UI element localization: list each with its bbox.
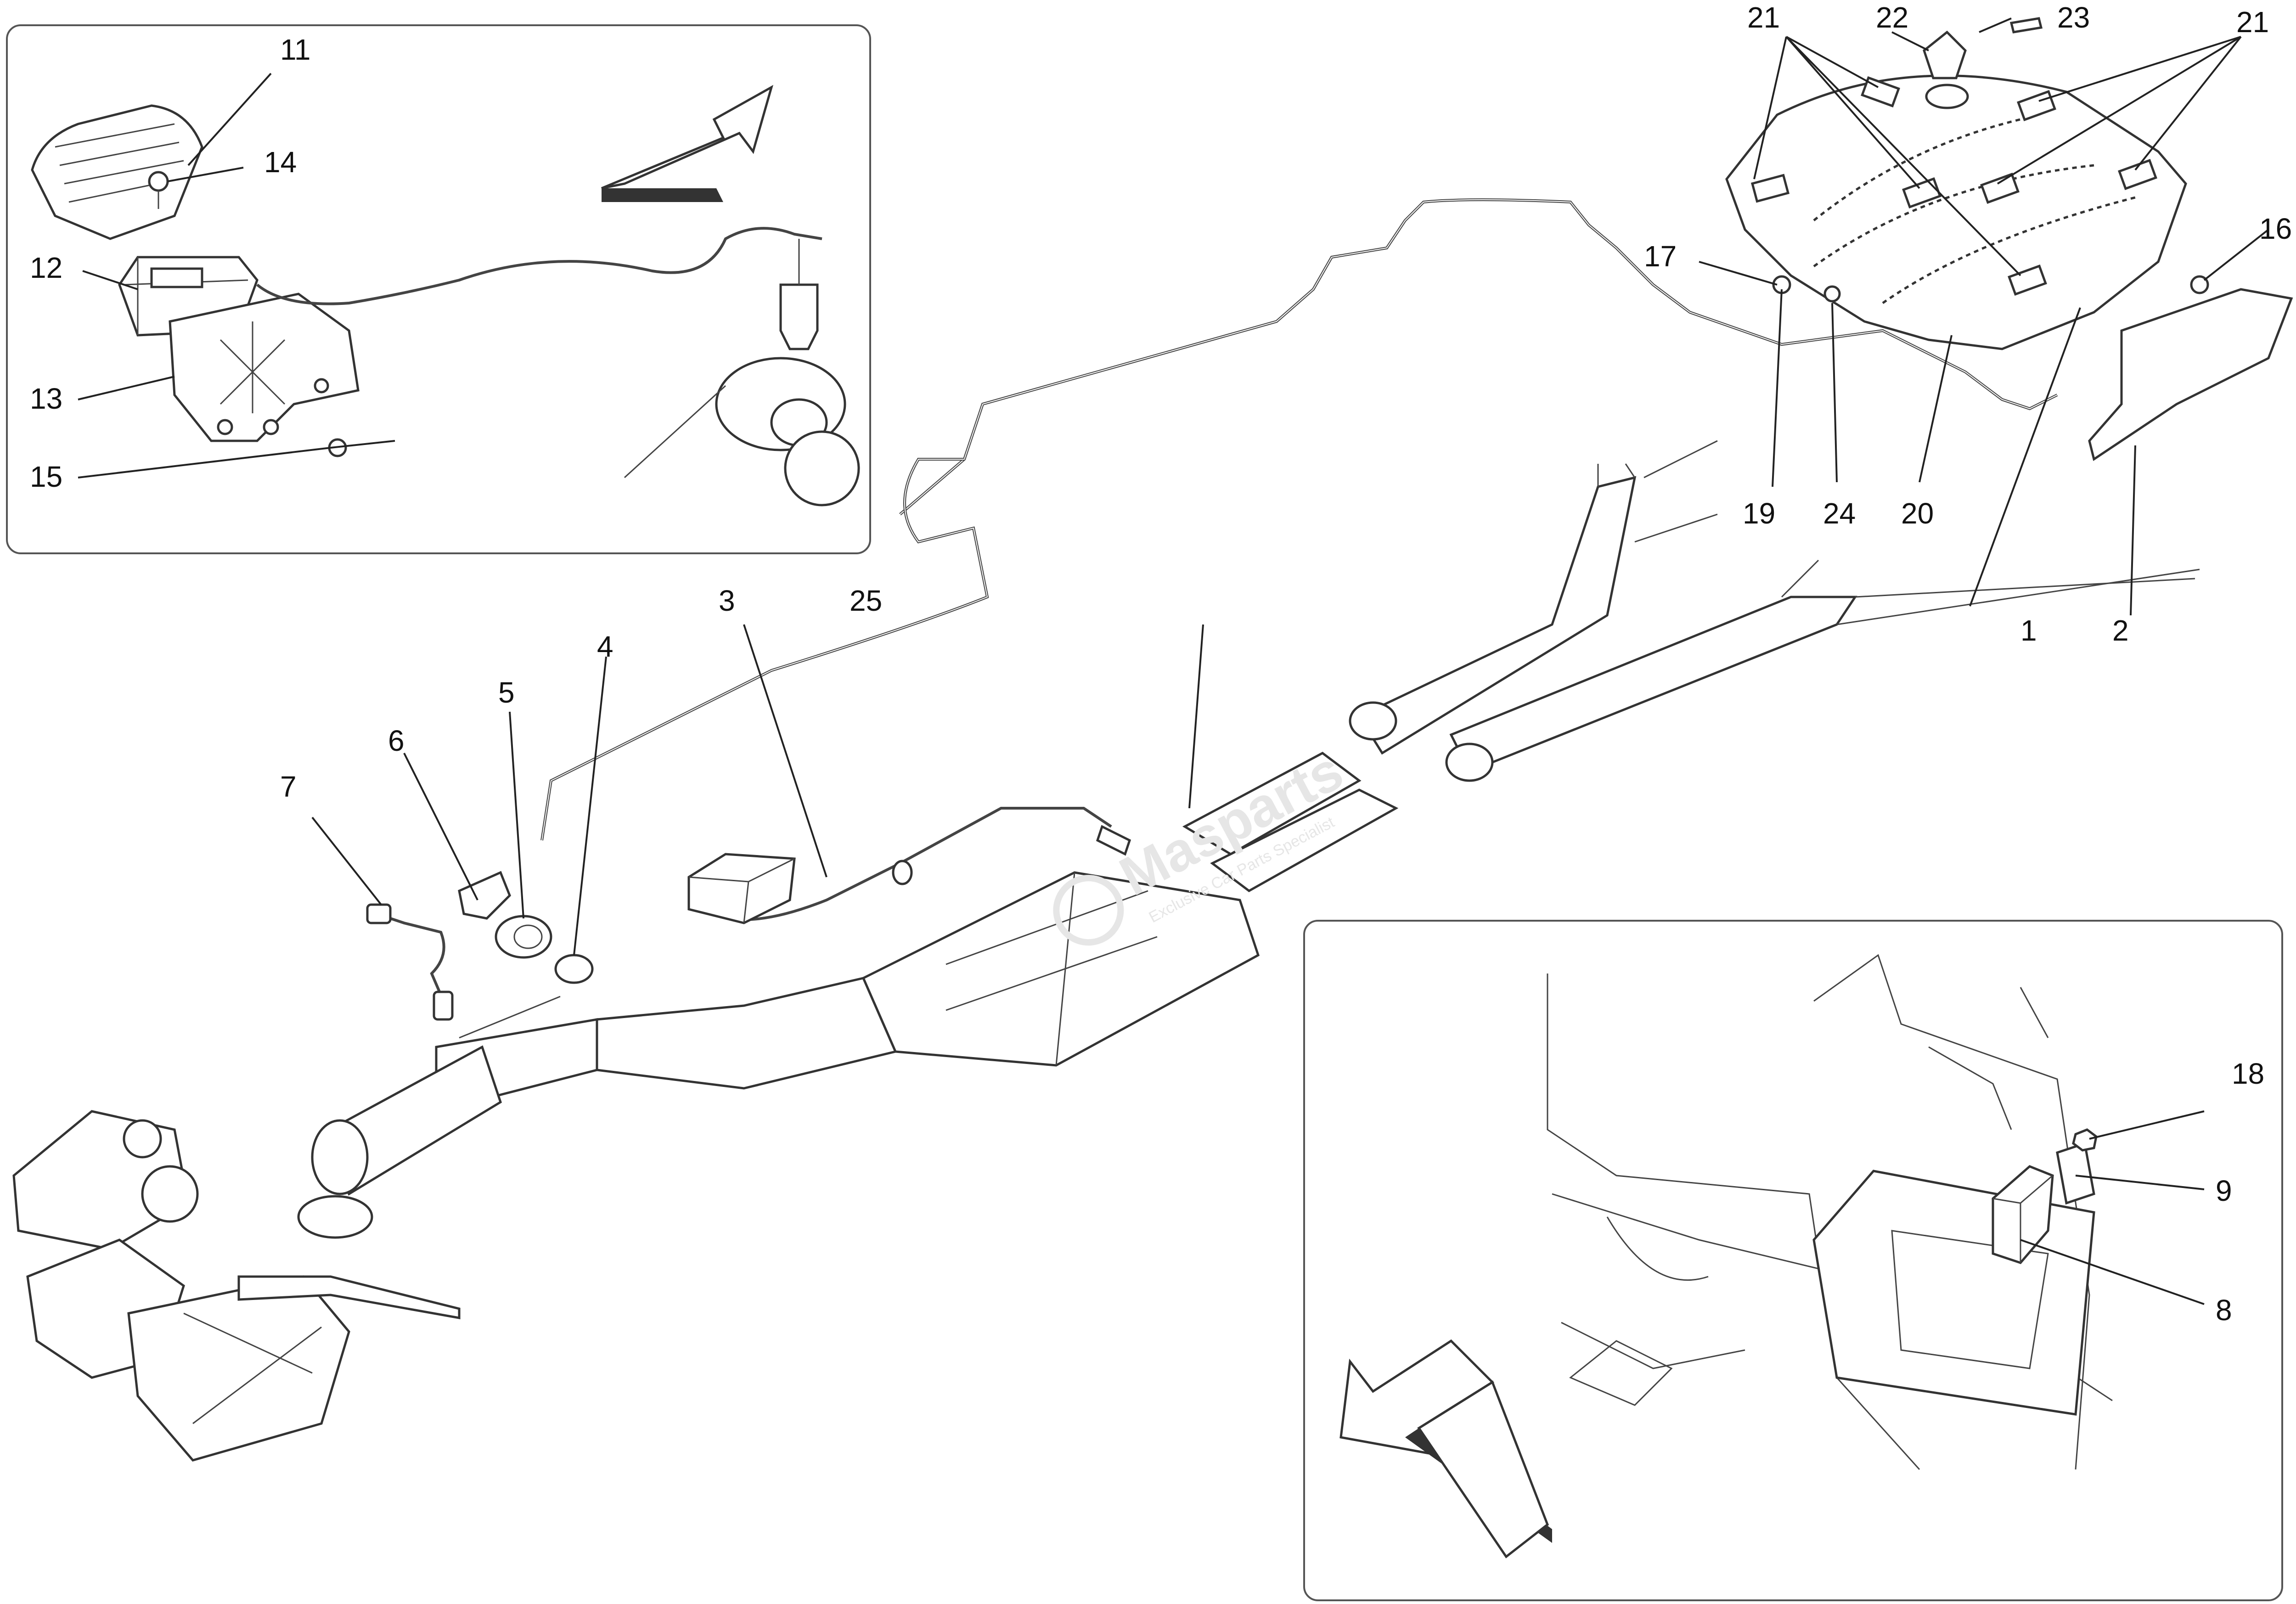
callout-4: 4: [597, 630, 613, 663]
callout-18: 18: [2232, 1057, 2264, 1090]
leader-lines: [78, 17, 2269, 1305]
direction-arrow-icon: [1339, 1339, 1552, 1559]
direction-arrow-icon: [601, 84, 774, 202]
bolt: [148, 171, 169, 209]
callout-2: 2: [2112, 614, 2129, 647]
callout-23: 23: [2057, 1, 2090, 34]
callout-1: 1: [2020, 614, 2037, 647]
sensor-connector: [495, 915, 552, 959]
callout-9: 9: [2216, 1174, 2232, 1207]
exhaust-system: [12, 440, 2200, 1462]
callout-8: 8: [2216, 1294, 2232, 1327]
callout-24: 24: [1823, 497, 1856, 530]
callout-14: 14: [264, 146, 297, 179]
callout-25: 25: [850, 584, 882, 617]
callout-11: 11: [280, 33, 310, 66]
sensor-bung: [624, 357, 860, 507]
oxygen-sensor: [779, 239, 819, 350]
callout-labels: 11 14 12 13 15 21 22 23 21 17 16 19 24 2…: [30, 1, 2292, 1327]
callout-6: 6: [388, 724, 405, 757]
oxygen-sensor-front: [366, 903, 454, 1021]
heat-shield: [31, 104, 203, 240]
callout-17: 17: [1644, 240, 1677, 273]
callout-19: 19: [1743, 497, 1775, 530]
callout-3: 3: [719, 584, 735, 617]
callout-21-right: 21: [2236, 6, 2269, 39]
relay-module: [1992, 1165, 2054, 1264]
callout-16: 16: [2259, 212, 2292, 245]
callout-22: 22: [1876, 1, 1908, 34]
ecu-module: [687, 853, 796, 924]
callout-20: 20: [1901, 497, 1934, 530]
callout-7: 7: [280, 770, 297, 803]
mounting-bracket: [169, 293, 360, 442]
callout-21-left: 21: [1747, 1, 1780, 34]
fuel-tank: [1725, 17, 2293, 462]
grommet: [892, 860, 913, 885]
seal-ring: [554, 954, 594, 984]
rear-oxygen-sensor: [1096, 825, 1131, 856]
callout-12: 12: [30, 251, 62, 284]
front-catalyst-assembly: [12, 1110, 461, 1462]
callout-5: 5: [498, 676, 515, 709]
callout-13: 13: [30, 382, 62, 415]
sensor-clip: [458, 871, 511, 920]
callout-15: 15: [30, 460, 62, 493]
inset-bottom-right: [1303, 920, 2283, 1601]
nut: [2072, 1128, 2098, 1152]
inset-top-left: [6, 24, 871, 554]
